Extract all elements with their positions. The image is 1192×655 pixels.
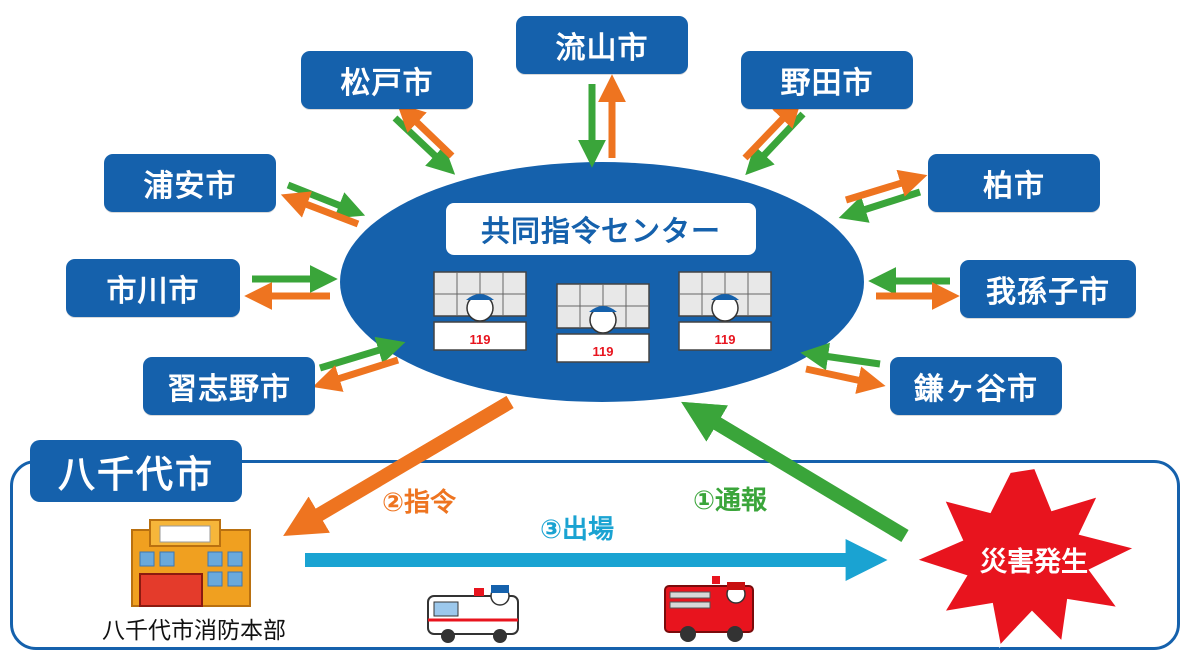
city-narashino: 習志野市 (143, 357, 315, 415)
fire-hq-label: 八千代市消防本部 (102, 618, 286, 644)
dispatch-number: 119 (715, 332, 736, 347)
city-urayasu: 浦安市 (104, 154, 276, 212)
city-ichikawa: 市川市 (66, 259, 240, 317)
link-arrows (244, 74, 960, 394)
disaster-label: 災害発生 (980, 547, 1088, 578)
dispatch-station: 119 (555, 282, 651, 364)
city-kamagaya: 鎌ヶ谷市 (890, 357, 1062, 415)
dispatch-number: 119 (593, 344, 614, 359)
city-matsudo: 松戸市 (301, 51, 473, 109)
step-command-label: ②指令 (382, 488, 457, 518)
dispatch-station: 119 (432, 270, 528, 352)
yachiyo-title: 八千代市 (30, 440, 242, 502)
command-center-label: 共同指令センター (446, 203, 756, 255)
dispatch-number: 119 (470, 332, 491, 347)
city-abiko: 我孫子市 (960, 260, 1136, 318)
city-kashiwa: 柏市 (928, 154, 1100, 212)
step-report-label: ①通報 (693, 486, 768, 516)
city-nagareyama: 流山市 (516, 16, 688, 74)
step-dispatch-label: ③出場 (540, 515, 615, 545)
dispatch-station: 119 (677, 270, 773, 352)
city-noda: 野田市 (741, 51, 913, 109)
